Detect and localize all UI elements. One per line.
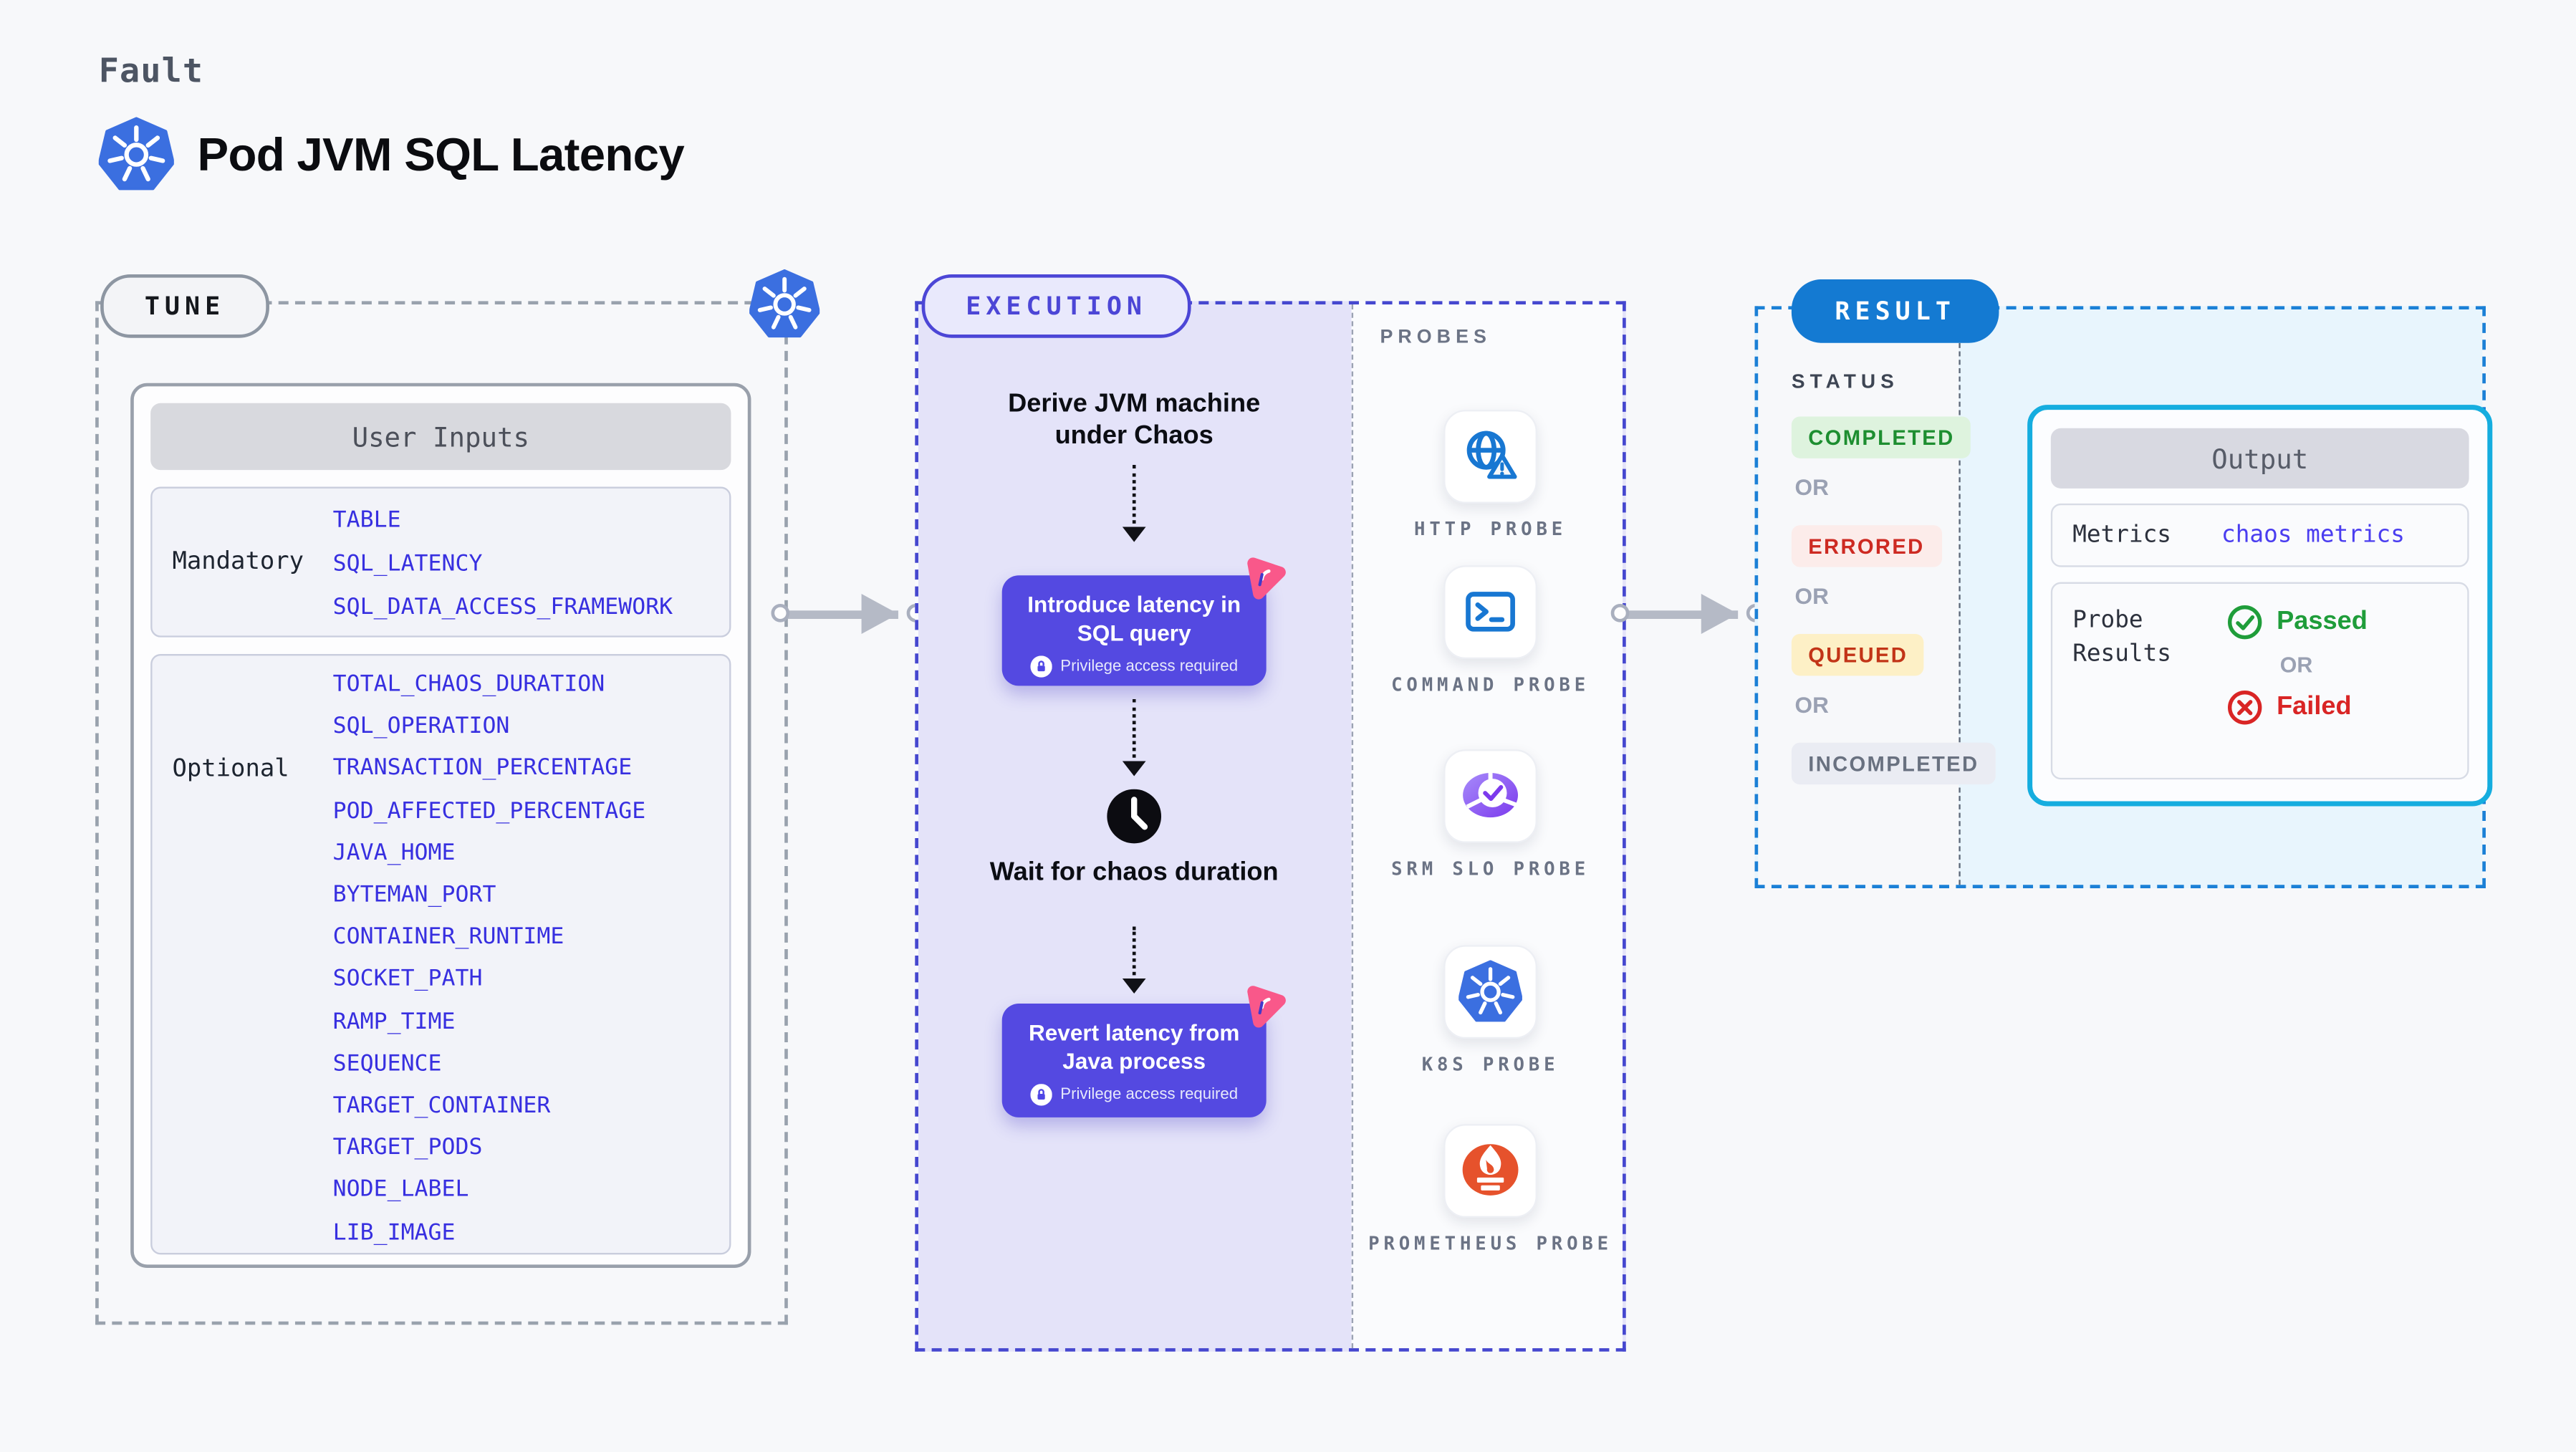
or-label: OR	[1794, 692, 1829, 718]
input-var: POD_AFFECTED_PERCENTAGE	[332, 797, 646, 824]
mandatory-label: Mandatory	[172, 548, 304, 576]
probe-command: COMMAND PROBE	[1365, 565, 1615, 699]
connector-endpoint	[1610, 603, 1630, 622]
kubernetes-icon	[1443, 945, 1537, 1039]
introduce-latency-step: Introduce latency in SQL query Privilege…	[1001, 557, 1286, 686]
input-var: SQL_DATA_ACCESS_FRAMEWORK	[332, 593, 673, 621]
privilege-badge-label: Privilege access required	[1060, 1085, 1239, 1105]
privilege-badge-label: Privilege access required	[1060, 657, 1239, 676]
input-var: SOCKET_PATH	[332, 966, 483, 993]
result-pill: RESULT	[1791, 279, 1999, 343]
fault-category-label: Fault	[98, 50, 204, 91]
input-var: TARGET_PODS	[332, 1134, 483, 1162]
or-label: OR	[1794, 583, 1829, 609]
connector-endpoint	[771, 603, 790, 622]
input-var: TRANSACTION_PERCENTAGE	[332, 755, 633, 782]
probe-result-failed: Failed	[2226, 689, 2368, 726]
optional-values: TOTAL_CHAOS_DURATION SQL_OPERATION TRANS…	[333, 655, 729, 1253]
metrics-label: Metrics	[2072, 521, 2171, 549]
slo-donut-icon	[1443, 749, 1537, 843]
execution-pill: EXECUTION	[921, 274, 1191, 338]
metrics-value: chaos metrics	[2221, 521, 2405, 549]
mandatory-values: TABLE SQL_LATENCY SQL_DATA_ACCESS_FRAMEW…	[333, 489, 729, 635]
lock-icon	[1030, 1084, 1052, 1106]
status-badge-completed: COMPLETED	[1791, 416, 1971, 458]
prometheus-icon	[1443, 1124, 1537, 1218]
lock-icon	[1030, 655, 1052, 678]
output-card: Output Metrics chaos metrics Probe Resul…	[2027, 405, 2493, 807]
execution-probes-divider	[1351, 304, 1354, 1349]
execution-section: EXECUTION Derive JVM machine under Chaos…	[915, 274, 1626, 1352]
failed-label: Failed	[2277, 692, 2352, 721]
page-title: Pod JVM SQL Latency	[197, 128, 685, 181]
user-inputs-title: User Inputs	[150, 403, 731, 471]
status-badge-incompleted: INCOMPLETED	[1791, 742, 1996, 785]
optional-label: Optional	[172, 756, 289, 783]
or-label: OR	[1794, 475, 1829, 501]
output-title: Output	[2050, 428, 2469, 489]
input-var: SQL_LATENCY	[332, 550, 483, 577]
revert-latency-step: Revert latency from Java process Privile…	[1001, 986, 1286, 1117]
terminal-icon	[1443, 565, 1537, 660]
execution-to-result-arrow	[1610, 593, 1765, 635]
input-var: JAVA_HOME	[332, 839, 456, 867]
input-var: RAMP_TIME	[332, 1008, 456, 1035]
flow-arrow-down	[1122, 926, 1146, 994]
probe-http: HTTP PROBE	[1365, 410, 1615, 544]
kubernetes-icon	[749, 269, 820, 340]
status-output-divider	[1959, 309, 1961, 885]
probe-prometheus: PROMETHEUS PROBE	[1365, 1124, 1615, 1258]
status-heading: STATUS	[1791, 370, 1899, 393]
flow-arrow-down	[1122, 699, 1146, 777]
flow-arrow-down	[1122, 465, 1146, 542]
probe-result-passed: Passed	[2226, 604, 2368, 640]
probe-k8s: K8S PROBE	[1365, 945, 1615, 1079]
metrics-row: Metrics chaos metrics	[2050, 503, 2469, 567]
input-var: LIB_IMAGE	[332, 1218, 456, 1246]
input-var: SEQUENCE	[332, 1050, 442, 1077]
user-inputs-card: User Inputs Mandatory TABLE SQL_LATENCY …	[130, 383, 751, 1269]
status-badge-errored: ERRORED	[1791, 525, 1941, 567]
tune-to-execution-arrow	[771, 593, 926, 635]
input-var: CONTAINER_RUNTIME	[332, 923, 564, 951]
globe-alert-icon	[1443, 410, 1537, 504]
optional-row: Optional TOTAL_CHAOS_DURATION SQL_OPERAT…	[150, 654, 731, 1255]
step-title: Introduce latency in SQL query	[1027, 592, 1241, 646]
probe-results-label: Probe Results	[2072, 607, 2171, 668]
x-circle-icon	[2228, 691, 2262, 725]
or-label: OR	[2279, 652, 2313, 678]
kubernetes-icon	[99, 117, 174, 192]
derive-step-label: Derive JVM machine under Chaos	[1008, 390, 1261, 451]
input-var: TABLE	[332, 506, 401, 534]
probes-heading: PROBES	[1380, 327, 1491, 348]
input-var: TOTAL_CHAOS_DURATION	[332, 670, 605, 698]
probe-label: COMMAND PROBE	[1391, 674, 1590, 696]
probe-label: HTTP PROBE	[1414, 518, 1567, 541]
result-section: RESULT STATUS COMPLETED OR ERRORED OR QU…	[1754, 279, 2493, 888]
mandatory-row: Mandatory TABLE SQL_LATENCY SQL_DATA_ACC…	[150, 486, 731, 638]
tune-section: TUNE User Inputs Mandatory TABLE SQL_LAT…	[95, 301, 788, 1325]
probe-srm-slo: SRM SLO PROBE	[1365, 749, 1615, 883]
probe-label: SRM SLO PROBE	[1391, 857, 1590, 880]
input-var: TARGET_CONTAINER	[332, 1092, 551, 1120]
input-var: BYTEMAN_PORT	[332, 881, 496, 908]
status-badge-queued: QUEUED	[1791, 634, 1925, 676]
wait-step-label: Wait for chaos duration	[989, 857, 1279, 887]
probe-label: PROMETHEUS PROBE	[1368, 1232, 1613, 1255]
check-circle-icon	[2228, 605, 2262, 640]
clock-icon	[1104, 786, 1164, 846]
probe-label: K8S PROBE	[1421, 1054, 1559, 1076]
litmuschaos-icon	[1247, 557, 1286, 600]
input-var: SQL_OPERATION	[332, 713, 510, 740]
probe-results-row: Probe Results Passed OR	[2050, 582, 2469, 780]
passed-label: Passed	[2277, 607, 2368, 636]
tune-pill: TUNE	[100, 274, 269, 338]
input-var: NODE_LABEL	[332, 1176, 469, 1203]
step-title: Revert latency from Java process	[1029, 1020, 1240, 1074]
litmuschaos-icon	[1247, 986, 1286, 1028]
